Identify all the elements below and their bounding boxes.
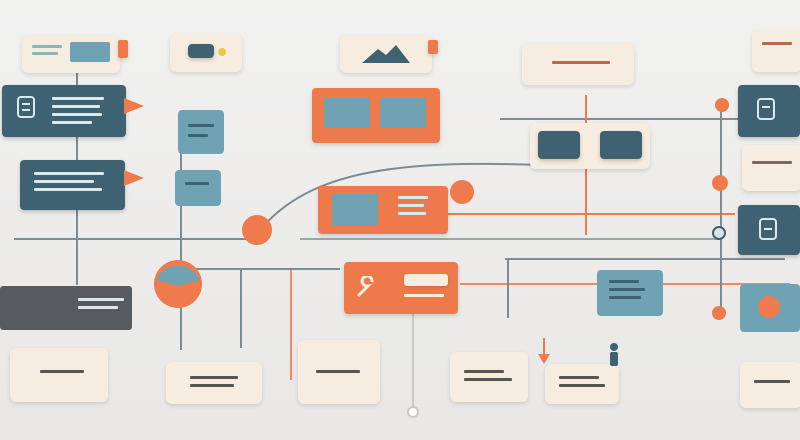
process-node-12 <box>344 262 458 314</box>
process-node-2 <box>178 110 224 154</box>
connector-orange-horiz <box>445 213 735 215</box>
process-node-11 <box>0 286 132 330</box>
process-node-7 <box>175 170 221 206</box>
end-circle <box>407 406 419 418</box>
connector-upper-right <box>500 118 740 120</box>
process-node-3 <box>312 88 440 143</box>
top-card-3-tab <box>428 40 438 54</box>
dot-right-1 <box>715 98 729 112</box>
bottom-card-5 <box>545 364 619 404</box>
database-icon <box>17 96 35 118</box>
process-node-14 <box>740 284 800 332</box>
mountain-icon <box>362 45 410 63</box>
top-card-2-panel <box>188 44 214 58</box>
node-circle-1 <box>450 180 474 204</box>
connector-col2b-vert <box>240 268 242 348</box>
hub-node <box>154 260 202 308</box>
arrow-orange-1 <box>124 98 144 114</box>
bottom-card-4 <box>450 352 528 402</box>
bottom-card-3 <box>298 340 380 404</box>
connector-main-right <box>300 238 720 240</box>
connector-center-vert <box>412 300 414 410</box>
dot-right-4 <box>712 306 726 320</box>
top-card-1 <box>22 35 120 73</box>
process-node-8 <box>318 186 448 234</box>
process-node-6 <box>20 160 125 210</box>
connector-lower-left <box>190 268 340 270</box>
connector-mid-right <box>505 258 785 260</box>
connector-main-left <box>14 238 264 240</box>
bottom-card-6 <box>740 362 800 408</box>
node-circle-2 <box>242 215 272 245</box>
process-node-13 <box>597 270 663 316</box>
top-card-3 <box>340 35 432 73</box>
top-card-1-tab <box>118 40 128 58</box>
document-icon <box>757 98 775 120</box>
process-node-4 <box>530 123 650 169</box>
bottom-card-2 <box>166 362 262 404</box>
process-node-5 <box>738 85 800 137</box>
connector-far-right-vert <box>720 110 722 310</box>
top-card-2-dot <box>218 48 226 56</box>
process-node-1 <box>2 85 126 137</box>
arrow-orange-2 <box>124 170 144 186</box>
top-card-2 <box>170 34 242 72</box>
connector-mid-vert <box>290 270 292 380</box>
connector-col4-vert <box>507 258 509 318</box>
person-icon <box>610 343 618 366</box>
wrench-icon <box>356 276 374 298</box>
top-card-5 <box>752 30 800 72</box>
process-node-10 <box>738 205 800 255</box>
top-card-4 <box>522 43 634 85</box>
database-icon-2 <box>759 218 777 240</box>
curved-connector <box>259 162 541 231</box>
connector-col2-vert <box>180 150 182 350</box>
dot-right-2 <box>712 175 728 191</box>
dot-right-3 <box>712 226 726 240</box>
top-card-1-panel <box>70 42 110 62</box>
pin-icon <box>538 338 550 364</box>
process-node-9 <box>742 145 800 191</box>
bottom-card-1 <box>10 348 108 402</box>
